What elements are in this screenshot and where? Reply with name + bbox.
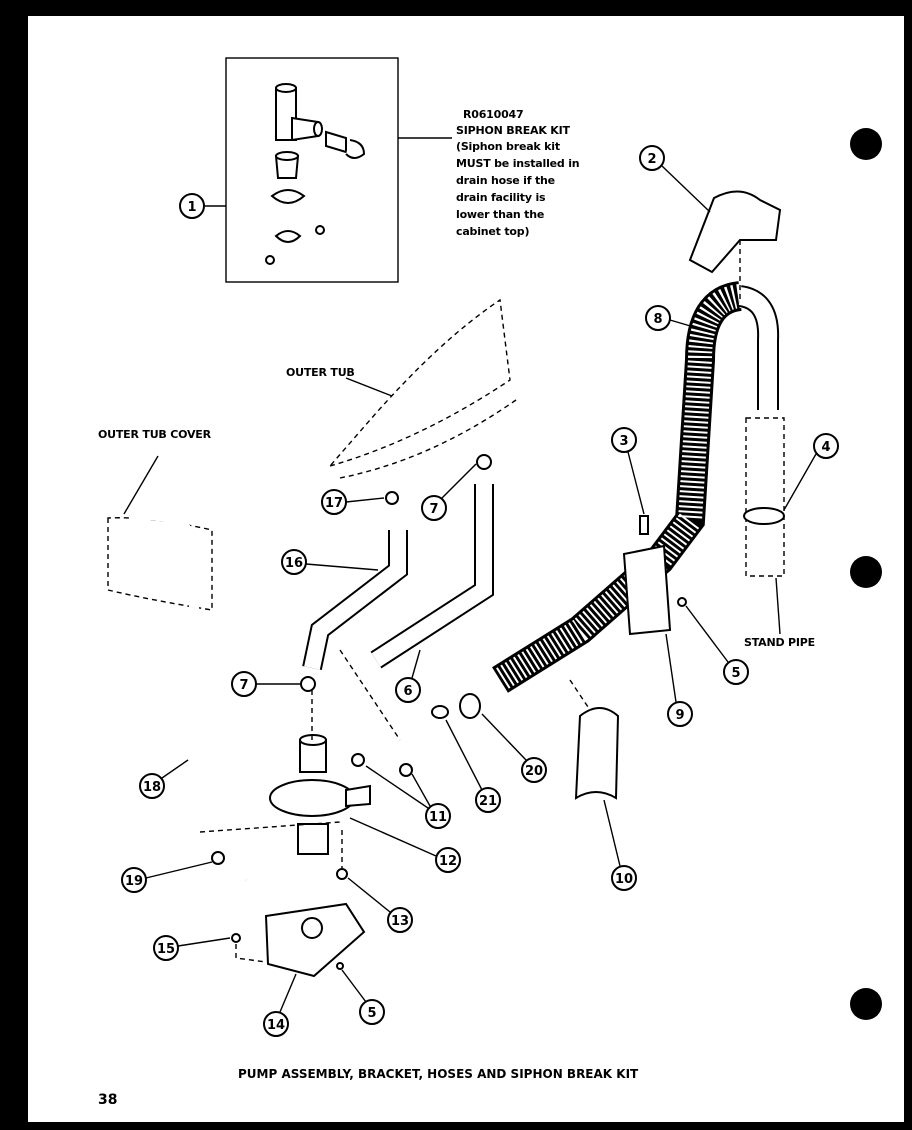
- callout-1: 1: [179, 193, 226, 219]
- svg-text:15: 15: [157, 942, 175, 957]
- callout-7: 7: [421, 463, 477, 521]
- callout-17: 17: [321, 489, 385, 515]
- callout-19: 19: [121, 861, 213, 893]
- screw-5: [677, 597, 687, 607]
- kit-note-line: (Siphon break kit: [456, 140, 560, 153]
- callout-13: 13: [347, 877, 413, 933]
- diagram-caption: PUMP ASSEMBLY, BRACKET, HOSES AND SIPHON…: [238, 1067, 639, 1081]
- callout-5: 5: [341, 969, 385, 1025]
- clamp-7: [476, 454, 492, 470]
- callout-21: 21: [445, 719, 501, 813]
- svg-text:20: 20: [525, 764, 543, 779]
- svg-text:9: 9: [675, 708, 684, 723]
- clamp-11: [399, 763, 413, 777]
- clip-3: [639, 515, 649, 535]
- binder-hole: [850, 556, 882, 588]
- clamp-7: [300, 676, 316, 692]
- svg-text:18: 18: [143, 780, 161, 795]
- callout-6: 6: [395, 649, 421, 703]
- clamp-21: [431, 705, 449, 719]
- callout-10: 10: [603, 799, 637, 891]
- kit-title: SIPHON BREAK KIT: [456, 124, 571, 137]
- callout-14: 14: [263, 973, 297, 1037]
- callout-20: 20: [481, 713, 547, 783]
- stand-pipe-label: STAND PIPE: [744, 636, 815, 649]
- callout-16: 16: [281, 549, 379, 575]
- hose-bracket-9: [622, 544, 672, 636]
- page-number: 38: [98, 1092, 117, 1108]
- outer-tub-label: OUTER TUB: [286, 366, 355, 379]
- hose-end-2: [688, 190, 782, 274]
- svg-text:21: 21: [479, 794, 497, 809]
- svg-text:2: 2: [647, 152, 656, 167]
- svg-text:5: 5: [731, 666, 740, 681]
- callout-8: 8: [645, 305, 705, 331]
- svg-text:6: 6: [403, 684, 412, 699]
- callout-9: 9: [665, 633, 693, 727]
- svg-text:7: 7: [429, 502, 438, 517]
- kit-note-line: drain hose if the: [456, 174, 555, 187]
- svg-text:10: 10: [615, 872, 633, 887]
- svg-text:7: 7: [239, 678, 248, 693]
- callout-11: 11: [365, 765, 451, 829]
- screw-15: [231, 933, 241, 943]
- svg-text:13: 13: [391, 914, 409, 929]
- callout-15: 15: [153, 935, 231, 961]
- stand-pipe: [745, 417, 785, 577]
- svg-text:11: 11: [429, 810, 447, 825]
- clamp-11: [351, 753, 365, 767]
- svg-text:16: 16: [285, 556, 303, 571]
- callout-4: 4: [783, 433, 839, 511]
- screw-5: [336, 962, 344, 970]
- coupling-20: [459, 693, 481, 719]
- kit-note-line: MUST be installed in: [456, 157, 579, 170]
- pump-12: [269, 734, 371, 855]
- kit-note-line: cabinet top): [456, 225, 529, 238]
- binder-hole: [850, 988, 882, 1020]
- kit-note-line: drain facility is: [456, 191, 546, 204]
- hose-weight-10: [574, 707, 620, 800]
- svg-text:1: 1: [187, 200, 196, 215]
- kit-note-line: lower than the: [456, 208, 544, 221]
- svg-text:14: 14: [267, 1018, 285, 1033]
- svg-text:12: 12: [439, 854, 457, 869]
- callout-3: 3: [611, 427, 645, 515]
- svg-text:3: 3: [619, 434, 628, 449]
- svg-text:19: 19: [125, 874, 143, 889]
- pump-bracket-14: [264, 902, 366, 978]
- svg-text:4: 4: [821, 440, 830, 455]
- callout-2: 2: [639, 145, 711, 213]
- kit-part-number: R0610047: [463, 108, 523, 121]
- siphon-break-kit-parts: [265, 83, 366, 265]
- outer-tub-cover-label: OUTER TUB COVER: [98, 428, 212, 441]
- outer-tub-cover-outline: [107, 517, 213, 611]
- kit-box: [225, 57, 399, 283]
- strap-4: [743, 507, 785, 525]
- clamp-17: [385, 491, 399, 505]
- svg-text:8: 8: [653, 312, 662, 327]
- svg-text:17: 17: [325, 496, 343, 511]
- callout-18: 18: [139, 759, 189, 799]
- callout-12: 12: [349, 817, 461, 873]
- clip-19: [211, 851, 225, 865]
- binder-hole: [850, 128, 882, 160]
- svg-text:5: 5: [367, 1006, 376, 1021]
- callout-7: 7: [231, 671, 300, 697]
- callout-5: 5: [685, 605, 749, 685]
- nut-13: [336, 868, 348, 880]
